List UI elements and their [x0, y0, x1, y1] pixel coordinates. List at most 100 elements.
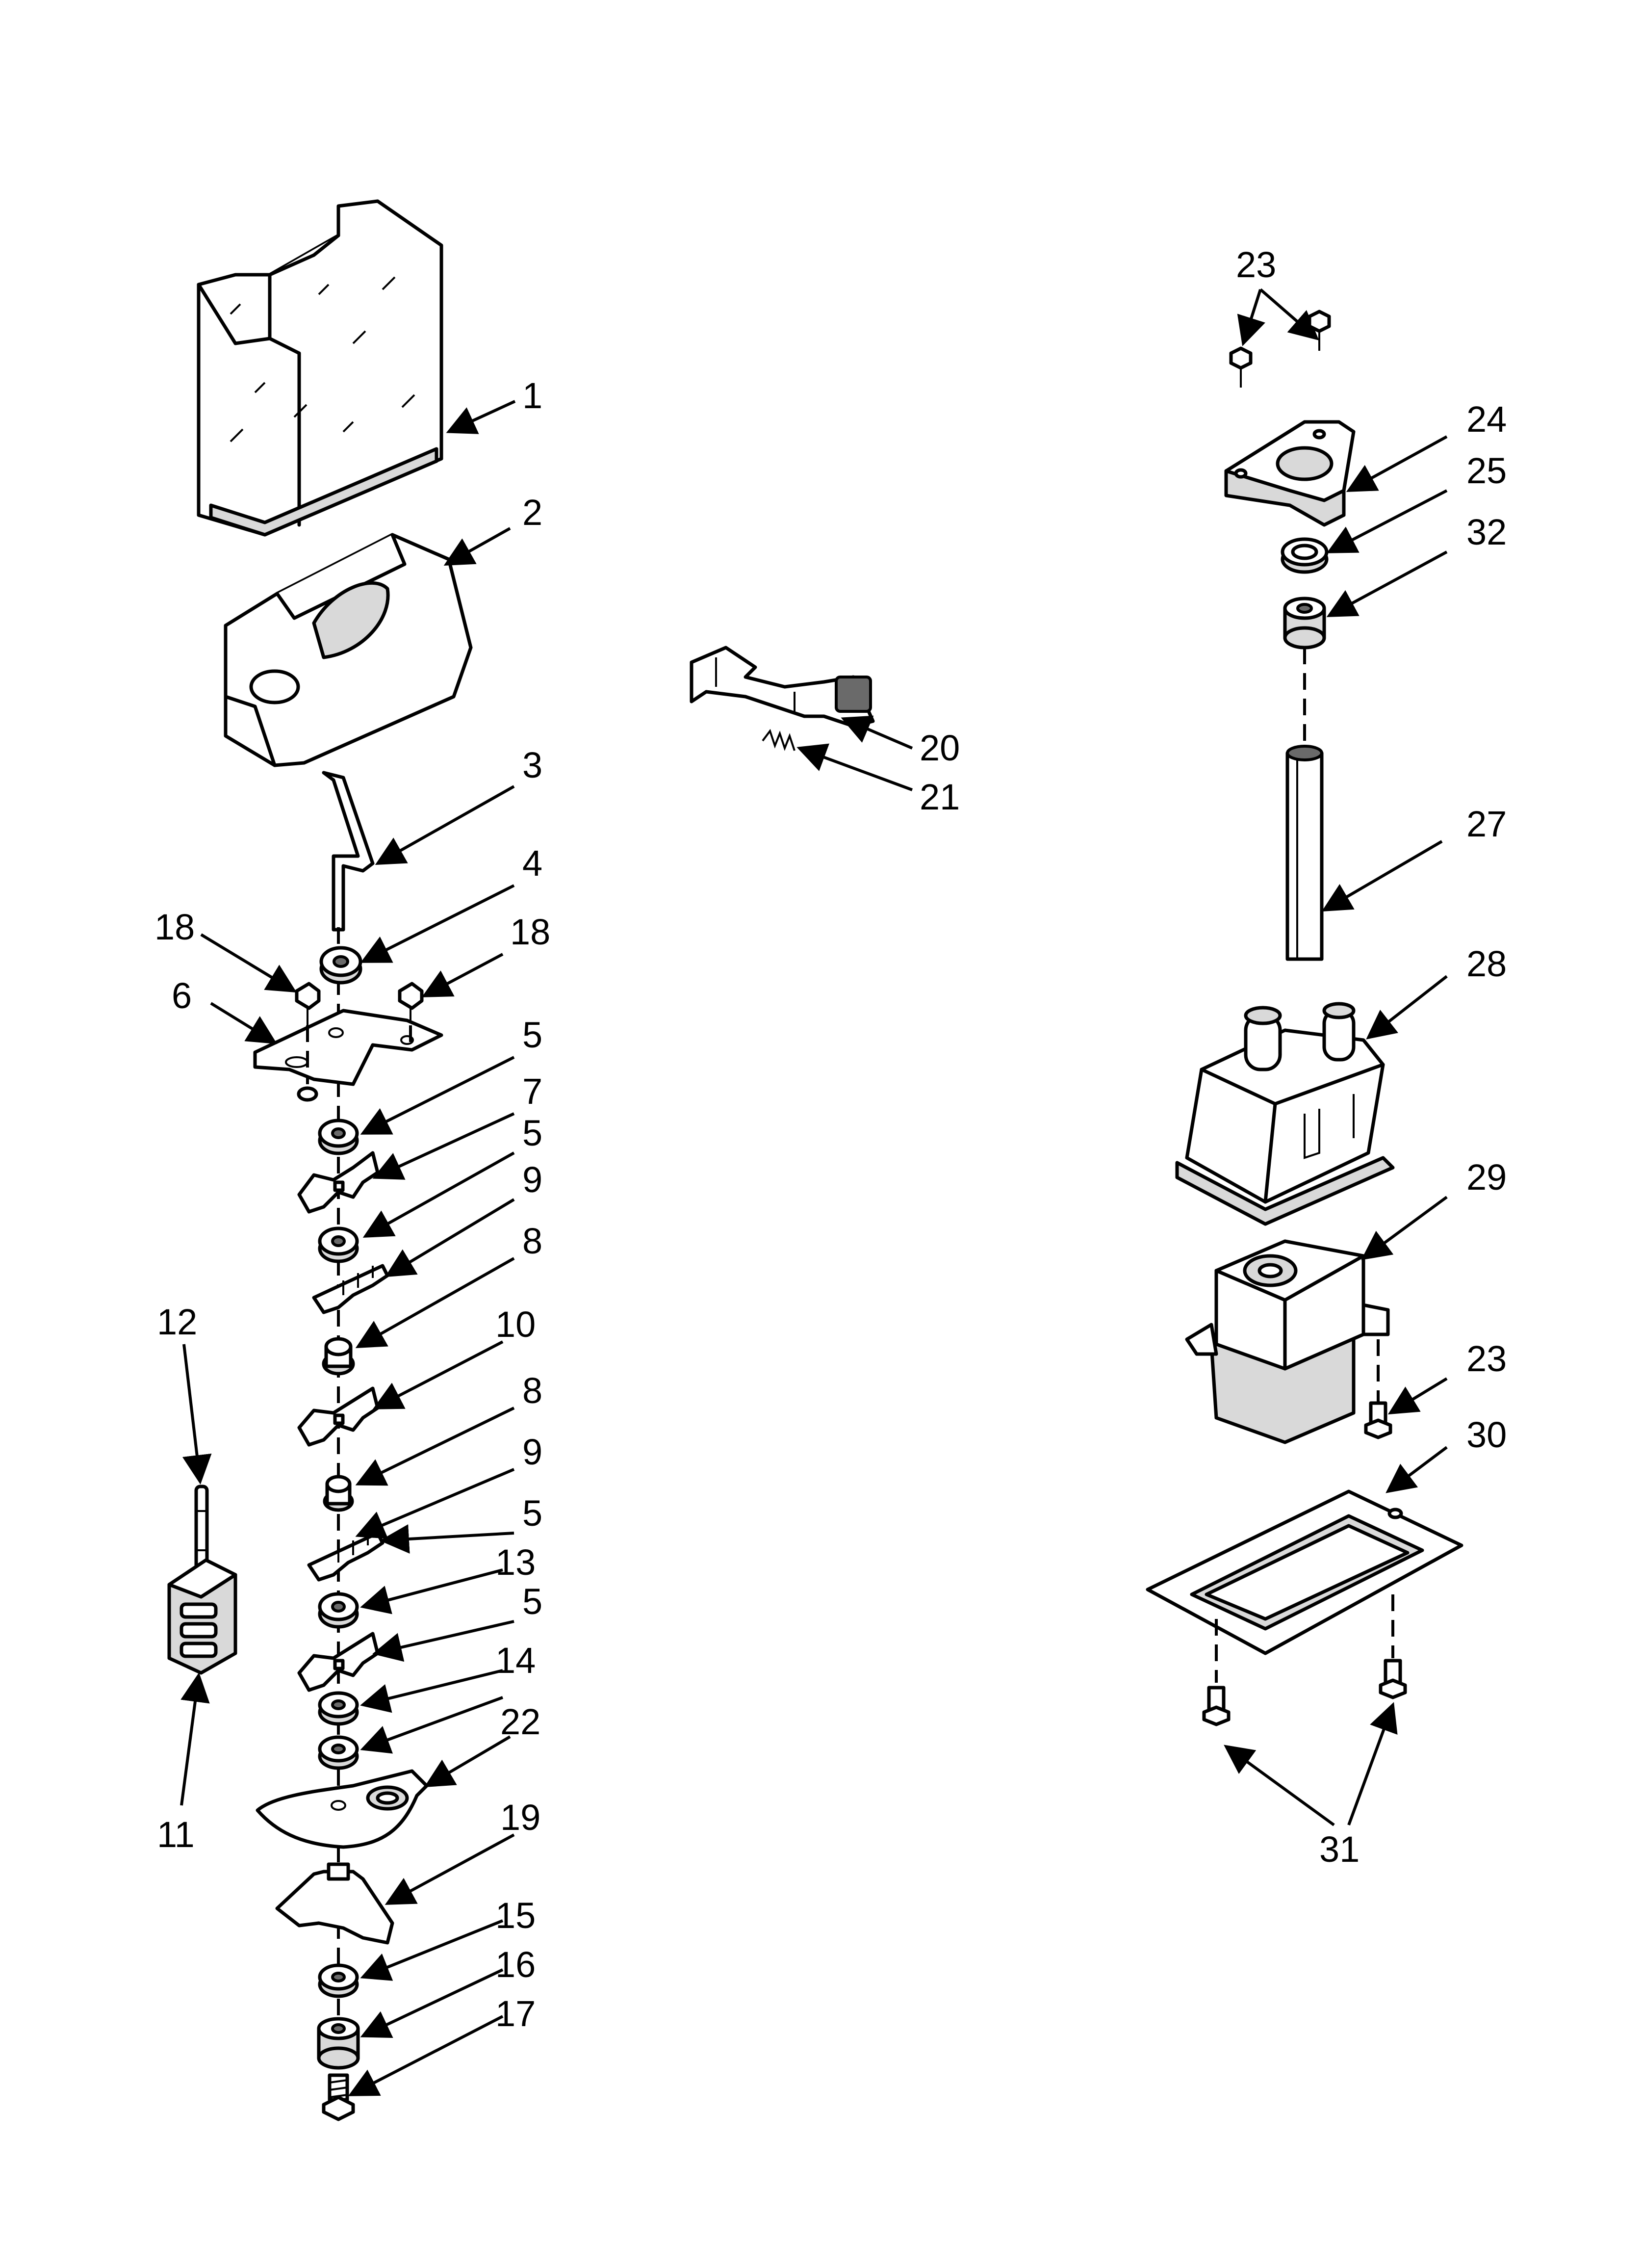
part-16-bushing — [317, 2017, 360, 2070]
callout-15: 15 — [360, 1895, 536, 1981]
part-8-stationary-blade-b — [307, 1531, 385, 1582]
svg-text:30: 30 — [1466, 1414, 1507, 1455]
svg-text:1: 1 — [522, 375, 542, 416]
part-29-motor — [1185, 1239, 1390, 1444]
svg-text:3: 3 — [522, 745, 542, 785]
callout-28: 28 — [1366, 943, 1507, 1040]
svg-text:27: 27 — [1466, 804, 1507, 844]
svg-text:12: 12 — [157, 1302, 197, 1342]
svg-text:6: 6 — [172, 975, 192, 1016]
svg-text:8: 8 — [522, 1370, 542, 1411]
part-5-washer-b — [318, 1226, 359, 1263]
part-4-washer — [319, 946, 362, 985]
part-23-screw-c — [1364, 1339, 1392, 1439]
callout-18-right: 18 — [421, 912, 550, 997]
part-11-block — [167, 1558, 237, 1675]
part-15-washer — [318, 1963, 359, 1998]
callout-3: 3 — [375, 745, 542, 865]
part-32-bushing — [1283, 597, 1326, 650]
svg-text:23: 23 — [1466, 1338, 1507, 1379]
svg-text:8: 8 — [522, 1221, 542, 1261]
callout-23-mid: 23 — [1387, 1338, 1507, 1415]
svg-text:5: 5 — [522, 1113, 542, 1153]
svg-text:19: 19 — [500, 1797, 540, 1838]
callout-14: 14 — [360, 1640, 536, 1713]
svg-text:20: 20 — [920, 728, 960, 768]
part-24-motor-bracket — [1224, 420, 1356, 527]
part-9-spacer — [323, 1475, 354, 1512]
svg-text:5: 5 — [522, 1015, 542, 1055]
callout-19: 19 — [385, 1797, 540, 1905]
svg-text:4: 4 — [522, 843, 542, 884]
part-7-crusher-blade — [297, 1151, 380, 1214]
callout-13: 13 — [360, 1542, 536, 1615]
svg-text:22: 22 — [500, 1701, 540, 1742]
part-2-housing — [224, 533, 473, 767]
callout-23-top: 23 — [1236, 244, 1276, 285]
svg-text:25: 25 — [1466, 450, 1507, 491]
callout-20: 20 — [841, 715, 960, 768]
callout-16: 16 — [360, 1944, 536, 2038]
callout-18-left: 18 — [154, 907, 297, 993]
svg-text:29: 29 — [1466, 1157, 1507, 1198]
callout-2: 2 — [443, 492, 542, 566]
svg-text:31: 31 — [1319, 1829, 1360, 1870]
part-19-auger-flange — [275, 1862, 394, 1945]
callout-22: 22 — [424, 1701, 540, 1788]
callout-27: 27 — [1321, 804, 1507, 912]
callout-12: 12 — [157, 1302, 212, 1485]
svg-text:5: 5 — [522, 1493, 542, 1534]
svg-text:32: 32 — [1466, 512, 1507, 552]
part-12-pin — [194, 1485, 209, 1577]
svg-text:11: 11 — [157, 1814, 195, 1855]
part-6-bracket — [253, 1009, 443, 1102]
svg-text:15: 15 — [495, 1895, 536, 1936]
callout-6: 6 — [172, 975, 278, 1044]
svg-text:24: 24 — [1466, 399, 1507, 440]
part-13-washer — [318, 1592, 359, 1629]
svg-text:16: 16 — [495, 1944, 536, 1985]
callout-7: 7 — [372, 1071, 542, 1180]
callout-5a: 5 — [360, 1015, 542, 1135]
callout-9a: 9 — [385, 1159, 542, 1277]
callout-17: 17 — [348, 1993, 536, 2096]
callout-25: 25 — [1326, 450, 1507, 553]
part-23-screw-a — [1229, 346, 1253, 388]
callout-5d: 5 — [372, 1581, 542, 1662]
callout-8b: 8 — [355, 1370, 542, 1486]
part-18-screw-right — [398, 982, 424, 1025]
part-17-screw — [322, 2073, 355, 2121]
svg-text:14: 14 — [495, 1640, 536, 1681]
part-14-washer-b — [318, 1735, 359, 1770]
part-21-spring — [762, 729, 795, 751]
part-25-washer — [1281, 537, 1329, 574]
svg-text:21: 21 — [920, 777, 960, 817]
part-14-washer-a — [318, 1691, 359, 1726]
part-28-motor-cover — [1175, 1002, 1395, 1226]
callout-4: 4 — [360, 843, 542, 963]
part-22-plate — [256, 1769, 429, 1849]
svg-text:13: 13 — [495, 1542, 536, 1583]
part-23-screw-b — [1308, 310, 1331, 351]
part-20-switch-bracket — [690, 646, 875, 728]
svg-text:18: 18 — [510, 912, 550, 952]
callout-8a: 8 — [355, 1221, 542, 1348]
callout-30: 30 — [1385, 1414, 1507, 1493]
callout-10: 10 — [372, 1304, 536, 1409]
callout-1: 1 — [446, 375, 542, 434]
svg-text:2: 2 — [522, 492, 542, 533]
part-30-gasket — [1146, 1489, 1463, 1655]
part-27-shaft — [1285, 745, 1324, 961]
callout-24: 24 — [1346, 399, 1507, 492]
callout-11: 11 — [157, 1672, 210, 1855]
svg-text:7: 7 — [522, 1071, 542, 1112]
part-8-stationary-blade-a — [312, 1264, 389, 1314]
part-10-spacer — [322, 1337, 355, 1376]
svg-text:17: 17 — [495, 1993, 536, 2034]
svg-text:9: 9 — [522, 1159, 542, 1200]
svg-text:28: 28 — [1466, 943, 1507, 984]
part-10-crusher-blade — [297, 1386, 380, 1447]
svg-text:10: 10 — [495, 1304, 536, 1345]
part-3-auger-crank — [322, 771, 375, 932]
svg-text:18: 18 — [154, 907, 195, 947]
